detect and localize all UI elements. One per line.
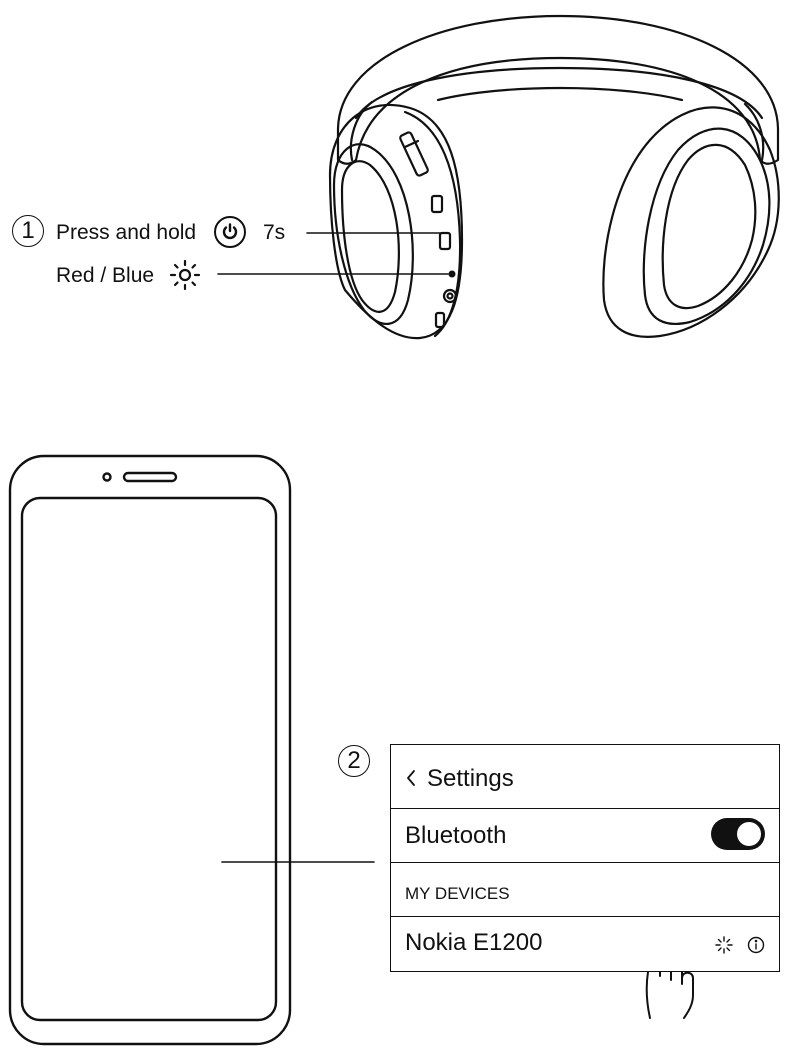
settings-back-label[interactable]: Settings [427, 765, 514, 792]
my-devices-header: MY DEVICES [405, 884, 510, 903]
back-chevron-icon[interactable] [405, 769, 417, 787]
step-2-badge: 2 [338, 745, 370, 777]
hold-duration-label: 7s [263, 221, 286, 244]
led-light-icon [169, 259, 201, 291]
phone-illustration [8, 454, 292, 1046]
headphones-illustration [328, 14, 780, 340]
device-row-nokia-e1200[interactable]: Nokia E1200 [391, 917, 779, 971]
info-icon[interactable] [747, 936, 765, 954]
settings-back-row[interactable]: Settings [391, 745, 779, 809]
step-2-number: 2 [347, 747, 361, 774]
step-1-number: 1 [21, 217, 35, 244]
press-and-hold-label: Press and hold [56, 221, 197, 244]
bluetooth-label: Bluetooth [405, 822, 507, 849]
toggle-knob [737, 822, 761, 846]
step-1-badge: 1 [12, 215, 44, 247]
bluetooth-toggle[interactable] [711, 818, 765, 850]
power-icon [214, 216, 246, 248]
my-devices-header-row: MY DEVICES [391, 863, 779, 917]
loading-spinner-icon [715, 936, 733, 954]
device-name[interactable]: Nokia E1200 [405, 929, 543, 956]
bluetooth-settings-panel: Settings Bluetooth MY DEVICES Nokia E120… [390, 744, 780, 972]
bluetooth-row: Bluetooth [391, 809, 779, 863]
led-color-label: Red / Blue [56, 264, 155, 287]
